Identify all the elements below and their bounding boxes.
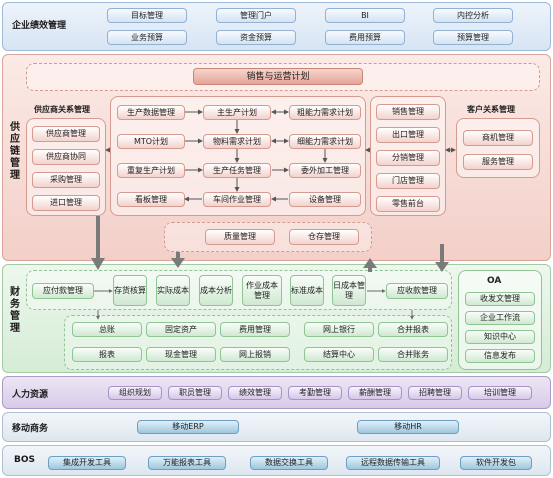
bos-title: BOS [14, 455, 35, 465]
actual-cost[interactable]: 实际成本 [156, 275, 190, 306]
perf-expense-budget[interactable]: 费用预算 [325, 30, 405, 45]
perf-business-budget[interactable]: 业务预算 [107, 30, 187, 45]
supplier-collab[interactable]: 供应商协同 [32, 149, 100, 165]
activity-cost[interactable]: 作业成本管理 [242, 275, 282, 306]
general-ledger[interactable]: 总账 [72, 322, 142, 337]
store-mgmt[interactable]: 门店管理 [376, 173, 440, 189]
staff-mgmt[interactable]: 职员管理 [168, 386, 222, 400]
consolidated-accounts[interactable]: 合并账务 [378, 347, 448, 362]
org-planning[interactable]: 组织规划 [108, 386, 162, 400]
perf-fund-budget[interactable]: 资金预算 [216, 30, 296, 45]
daily-cost[interactable]: 日成本管理 [332, 275, 366, 306]
perf-budget-mgmt[interactable]: 预算管理 [433, 30, 513, 45]
cost-analysis[interactable]: 成本分析 [199, 275, 233, 306]
expense-mgmt[interactable]: 费用管理 [220, 322, 290, 337]
finance-title: 财务管理 [10, 287, 20, 334]
warehouse-mgmt[interactable]: 仓存管理 [289, 229, 359, 245]
recruit-mgmt[interactable]: 招聘管理 [408, 386, 462, 400]
standard-cost[interactable]: 标准成本 [290, 275, 324, 306]
perf-bi[interactable]: BI [325, 8, 405, 23]
workshop-mgmt[interactable]: 车间作业管理 [203, 192, 271, 207]
oa-title: OA [487, 276, 502, 286]
mobile-hr[interactable]: 移动HR [357, 420, 459, 434]
quality-mgmt[interactable]: 质量管理 [205, 229, 275, 245]
retail-front[interactable]: 零售前台 [376, 196, 440, 212]
perf-internal-control[interactable]: 内控分析 [433, 8, 513, 23]
mobile-erp[interactable]: 移动ERP [137, 420, 239, 434]
customer-group-title: 客户关系管理 [467, 105, 515, 114]
ide-tool[interactable]: 集成开发工具 [48, 456, 126, 470]
inventory-accounting[interactable]: 存货核算 [113, 275, 147, 306]
remote-transfer-tool[interactable]: 远程数据传输工具 [346, 456, 440, 470]
mto-plan[interactable]: MTO计划 [117, 134, 185, 149]
equipment-mgmt[interactable]: 设备管理 [289, 192, 361, 207]
prod-task-mgmt[interactable]: 生产任务管理 [203, 163, 271, 178]
fine-capacity-plan[interactable]: 细能力需求计划 [289, 134, 361, 149]
supplier-group-title: 供应商关系管理 [34, 105, 90, 114]
performance-title: 企业绩效管理 [12, 21, 67, 31]
knowledge-center[interactable]: 知识中心 [465, 330, 535, 344]
perf-target-mgmt[interactable]: 目标管理 [107, 8, 187, 23]
sales-mgmt[interactable]: 销售管理 [376, 104, 440, 120]
workflow[interactable]: 企业工作流 [465, 311, 535, 325]
mobile-band [2, 412, 551, 442]
hr-title: 人力资源 [12, 390, 49, 400]
online-reimbursement[interactable]: 网上报销 [220, 347, 290, 362]
import-mgmt[interactable]: 进口管理 [32, 195, 100, 211]
supplier-mgmt[interactable]: 供应商管理 [32, 126, 100, 142]
purchase-mgmt[interactable]: 采购管理 [32, 172, 100, 188]
perf-portal[interactable]: 管理门户 [216, 8, 296, 23]
report-tool[interactable]: 万能报表工具 [148, 456, 226, 470]
fixed-assets[interactable]: 固定资产 [146, 322, 216, 337]
cash-mgmt[interactable]: 现金管理 [146, 347, 216, 362]
data-exchange-tool[interactable]: 数据交换工具 [250, 456, 328, 470]
salary-mgmt[interactable]: 薪酬管理 [348, 386, 402, 400]
rough-capacity-plan[interactable]: 粗能力需求计划 [289, 105, 361, 120]
attendance-mgmt[interactable]: 考勤管理 [288, 386, 342, 400]
service-mgmt[interactable]: 服务管理 [463, 154, 533, 170]
master-prod-plan[interactable]: 主生产计划 [203, 105, 271, 120]
opportunity-mgmt[interactable]: 商机管理 [463, 130, 533, 146]
outsourcing-mgmt[interactable]: 委外加工管理 [289, 163, 361, 178]
distribution-mgmt[interactable]: 分销管理 [376, 150, 440, 166]
performance-mgmt[interactable]: 绩效管理 [228, 386, 282, 400]
online-bank[interactable]: 网上银行 [304, 322, 374, 337]
repetitive-prod-plan[interactable]: 重复生产计划 [117, 163, 185, 178]
training-mgmt[interactable]: 培训管理 [468, 386, 532, 400]
settlement-center[interactable]: 结算中心 [304, 347, 374, 362]
document-mgmt[interactable]: 收发文管理 [465, 292, 535, 306]
prod-data-mgmt[interactable]: 生产数据管理 [117, 105, 185, 120]
mrp-plan[interactable]: 物料需求计划 [203, 134, 271, 149]
mobile-title: 移动商务 [12, 424, 49, 434]
supply-chain-title: 供应链管理 [10, 122, 20, 181]
kanban-mgmt[interactable]: 看板管理 [117, 192, 185, 207]
receivable-mgmt[interactable]: 应收款管理 [386, 283, 448, 299]
reports[interactable]: 报表 [72, 347, 142, 362]
payable-mgmt[interactable]: 应付款管理 [32, 283, 94, 299]
info-publish[interactable]: 信息发布 [465, 349, 535, 363]
export-mgmt[interactable]: 出口管理 [376, 127, 440, 143]
sop-plan[interactable]: 销售与运营计划 [193, 68, 363, 85]
consolidated-report[interactable]: 合并报表 [378, 322, 448, 337]
sdk[interactable]: 软件开发包 [460, 456, 532, 470]
finance-top-group [26, 270, 452, 310]
